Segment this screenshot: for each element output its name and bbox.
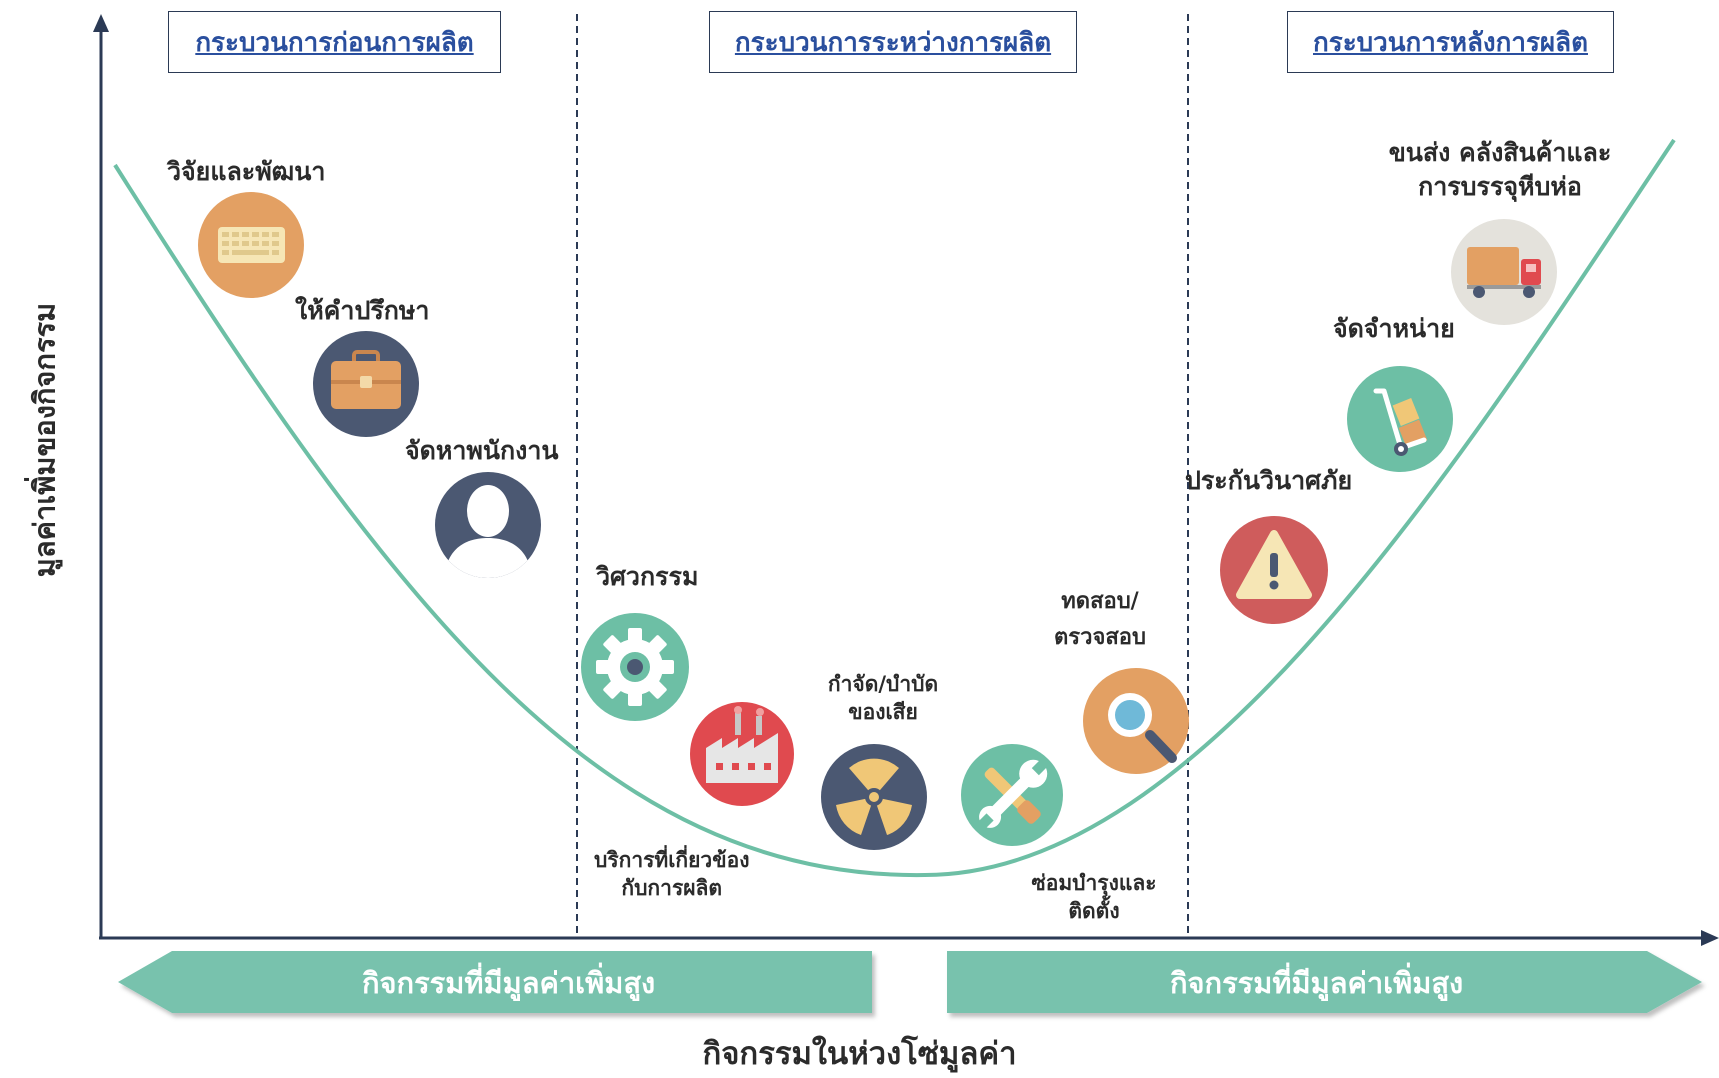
person-icon (435, 472, 541, 578)
keyboard-icon (198, 192, 304, 298)
briefcase-icon (313, 331, 419, 437)
phase-box-post-production: กระบวนการหลังการผลิต (1287, 11, 1614, 73)
factory-icon (690, 702, 794, 806)
label-production-services-line1: บริการที่เกี่ยวข้อง (594, 848, 750, 872)
label-testing-line1: ทดสอบ/ (1061, 589, 1139, 614)
label-maintenance-line1: ซ่อมบำรุงและ (1031, 871, 1157, 895)
label-rnd: วิจัยและพัฒนา (167, 157, 326, 186)
phase-label: กระบวนการระหว่างการผลิต (734, 27, 1052, 58)
label-production-services-line2: กับการผลิต (621, 876, 723, 901)
left-arrow-banner (118, 951, 872, 1013)
label-testing: ทดสอบ/ ตรวจสอบ (1040, 584, 1160, 657)
label-waste: กำจัด/บำบัด ของเสีย (823, 670, 943, 727)
label-production-services: บริการที่เกี่ยวข้อง กับการผลิต (594, 846, 749, 903)
label-recruitment: จัดหาพนักงาน (405, 436, 559, 465)
label-logistics: ขนส่ง คลังสินค้าและ การบรรจุหีบห่อ (1375, 136, 1625, 204)
label-engineering: วิศวกรรม (596, 562, 699, 591)
right-arrow-text: กิจกรรมที่มีมูลค่าเพิ่มสูง (1170, 966, 1464, 1000)
label-waste-line1: กำจัด/บำบัด (827, 672, 939, 696)
y-axis-label-wrap: มูลค่าเพิ่มของกิจกรรม (16, 240, 72, 640)
warning-icon (1220, 516, 1328, 624)
hand-truck-icon (1347, 366, 1453, 472)
phase-label: กระบวนการหลังการผลิต (1313, 27, 1588, 58)
magnifier-icon (1083, 668, 1189, 774)
label-insurance: ประกันวินาศภัย (1185, 466, 1353, 495)
phase-box-production: กระบวนการระหว่างการผลิต (709, 11, 1077, 73)
label-logistics-line1: ขนส่ง คลังสินค้าและ (1388, 138, 1612, 167)
phase-box-pre-production: กระบวนการก่อนการผลิต (168, 11, 501, 73)
label-logistics-line2: การบรรจุหีบห่อ (1418, 171, 1582, 201)
truck-icon (1451, 219, 1557, 325)
label-distribution: จัดจำหน่าย (1333, 314, 1455, 343)
x-axis-label: กิจกรรมในห่วงโซ่มูลค่า (702, 1036, 1017, 1072)
label-consulting: ให้คำปรึกษา (295, 296, 430, 325)
right-arrow-banner (947, 951, 1702, 1013)
y-axis-arrowhead (93, 14, 109, 32)
x-axis-arrowhead (1701, 930, 1719, 946)
left-arrow-text: กิจกรรมที่มีมูลค่าเพิ่มสูง (362, 966, 656, 1000)
label-testing-line2: ตรวจสอบ (1054, 625, 1146, 651)
label-waste-line2: ของเสีย (848, 700, 918, 725)
gear-icon (581, 613, 689, 721)
y-axis-label: มูลค่าเพิ่มของกิจกรรม (27, 302, 61, 578)
radiation-icon (821, 744, 927, 850)
label-maintenance-line2: ติดตั้ง (1068, 899, 1120, 924)
tools-icon (961, 744, 1063, 846)
label-maintenance: ซ่อมบำรุงและ ติดตั้ง (1024, 869, 1164, 926)
phase-label: กระบวนการก่อนการผลิต (195, 27, 474, 58)
smile-curve (113, 138, 1676, 878)
